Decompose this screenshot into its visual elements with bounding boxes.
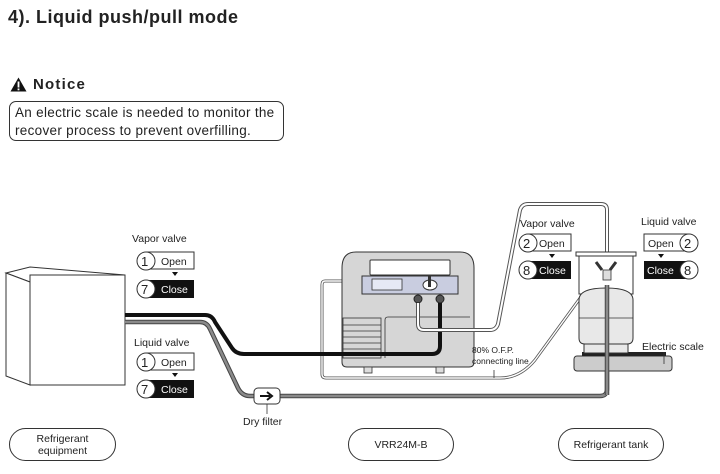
step-number: 8 xyxy=(523,263,530,278)
ofp-label-line2: connecting line xyxy=(472,356,529,366)
valve-label: Vapor valve xyxy=(132,233,187,245)
notice-box: An electric scale is needed to monitor t… xyxy=(9,101,284,141)
electric-scale-label: Electric scale xyxy=(642,341,704,353)
open-label: Open xyxy=(648,238,674,250)
refrigerant-equipment-box xyxy=(4,266,126,386)
port-icon xyxy=(435,294,445,304)
step-number: 7 xyxy=(141,382,148,397)
warning-triangle-icon xyxy=(10,77,27,92)
tank-valve-icon xyxy=(602,269,612,281)
vapor-hose xyxy=(125,303,442,356)
notice-text-line1: An electric scale is needed to monitor t… xyxy=(15,105,275,120)
close-label: Close xyxy=(161,284,188,296)
caption-refrigerant-tank: Refrigerant tank xyxy=(558,428,664,461)
step-number: 1 xyxy=(141,355,148,370)
arrow-down-icon xyxy=(658,254,664,258)
close-label: Close xyxy=(647,265,674,277)
valve-label: Vapor valve xyxy=(520,218,575,230)
port-icon xyxy=(413,294,423,304)
dry-filter-label: Dry filter xyxy=(243,416,283,428)
step-number: 1 xyxy=(141,254,148,269)
electric-scale xyxy=(573,352,673,372)
notice-text-line2: recover process to prevent overfilling. xyxy=(15,123,252,138)
dry-filter xyxy=(253,387,281,414)
page-title: 4). Liquid push/pull mode xyxy=(8,7,239,27)
close-label: Close xyxy=(539,265,566,277)
ofp-label-line1: 80% O.F.P. xyxy=(472,345,514,355)
step-number: 2 xyxy=(684,236,691,251)
open-label: Open xyxy=(161,357,187,369)
equipment-liquid-valve: Liquid valve 1 Open 7 Close xyxy=(134,337,195,399)
open-label: Open xyxy=(539,238,565,250)
equipment-vapor-valve: Vapor valve 1 Open 7 Close xyxy=(132,233,195,299)
arrow-down-icon xyxy=(172,272,178,276)
close-label: Close xyxy=(161,384,188,396)
step-number: 2 xyxy=(523,236,530,251)
notice-heading: Notice xyxy=(10,76,86,93)
arrow-down-icon xyxy=(172,373,178,377)
valve-label: Liquid valve xyxy=(134,337,190,349)
step-number: 8 xyxy=(684,263,691,278)
open-label: Open xyxy=(161,256,187,268)
caption-machine: VRR24M-B xyxy=(348,428,454,461)
caption-refrigerant-equipment: Refrigerant equipment xyxy=(9,428,116,461)
display-screen xyxy=(371,278,403,291)
caption-line2: equipment xyxy=(37,444,88,457)
tank-vapor-valve: Vapor valve 2 Open 8 Close xyxy=(518,218,575,280)
caption-line1: Refrigerant xyxy=(36,432,89,445)
notice-heading-text: Notice xyxy=(33,76,87,93)
arrow-right-icon xyxy=(260,391,274,401)
step-number: 7 xyxy=(141,282,148,297)
tank-liquid-valve: Liquid valve 2 Open 8 Close xyxy=(641,216,699,280)
valve-label: Liquid valve xyxy=(641,216,697,228)
arrow-down-icon xyxy=(549,254,555,258)
